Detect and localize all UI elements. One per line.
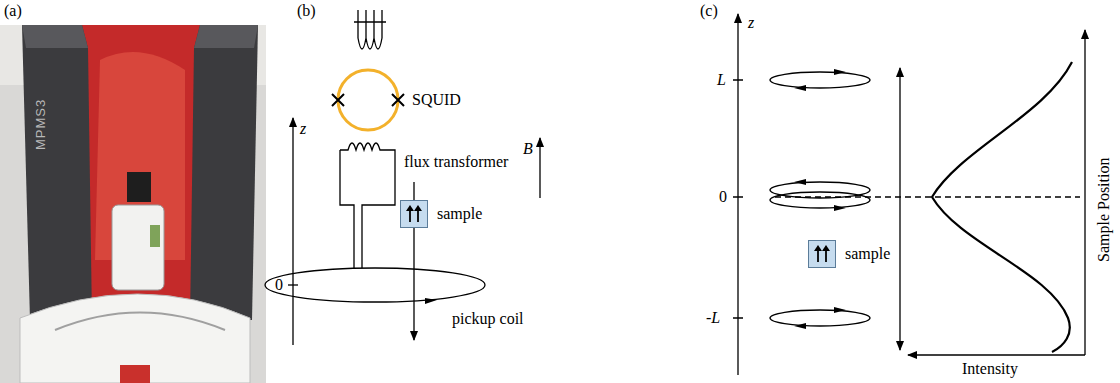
instrument-base	[20, 294, 250, 383]
spin-arrowhead	[822, 245, 830, 251]
axis-label: z	[300, 120, 306, 138]
flux-transformer-wire	[340, 143, 395, 268]
z-axis	[292, 118, 293, 345]
intensity-curve	[932, 62, 1072, 352]
panel-label: (c)	[700, 2, 718, 20]
instrument-brand: MPMS3	[34, 99, 48, 150]
coil-loop	[770, 182, 870, 198]
panel-label: (a)	[4, 2, 22, 20]
spin-arrows	[401, 201, 427, 227]
indicator-lights	[150, 225, 160, 247]
sample-box	[808, 240, 836, 268]
axis-tick	[288, 284, 298, 285]
z-axis	[737, 14, 738, 375]
component-label: SQUID	[412, 91, 461, 109]
current-arrow	[425, 298, 437, 304]
spin-arrowhead	[406, 205, 414, 211]
pickup-coil	[265, 268, 485, 302]
coil-loop	[770, 310, 870, 326]
sample-node: sample	[400, 200, 482, 228]
field-label: B	[523, 140, 533, 158]
red-interior	[75, 25, 205, 300]
panel-label: (b)	[297, 2, 316, 20]
coil-loop	[770, 72, 870, 88]
input-coil	[358, 38, 382, 49]
spin-arrow	[409, 210, 411, 222]
josephson-junctions	[332, 94, 404, 106]
component-label: flux transformer	[404, 153, 508, 171]
center-line	[775, 196, 1080, 197]
sample-label: sample	[845, 245, 890, 263]
axis-label: z	[748, 14, 754, 32]
spin-arrow	[817, 250, 819, 262]
axis-tick	[733, 80, 743, 318]
spin-arrows	[809, 241, 835, 267]
squid-leads	[354, 10, 386, 38]
spin-arrowhead	[814, 245, 822, 251]
photo-background	[0, 25, 266, 383]
base-cable	[55, 313, 225, 331]
left-panel	[22, 25, 92, 320]
field-arrow	[539, 138, 540, 198]
intensity-axis	[908, 354, 1085, 355]
base-logo	[120, 365, 150, 383]
sample-box	[400, 200, 428, 228]
axis-label: L	[717, 71, 726, 89]
axis-title: Intensity	[962, 360, 1018, 378]
position-axis	[1084, 30, 1085, 355]
probe-head	[127, 172, 151, 202]
squid-loop	[338, 70, 398, 130]
current-arrow	[794, 69, 846, 329]
sample-node: sample	[808, 240, 890, 268]
axis-label: 0	[719, 188, 727, 206]
spin-arrowhead	[414, 205, 422, 211]
left-panel-top	[22, 25, 88, 48]
axis-title: Sample Position	[1095, 158, 1113, 262]
axis-label: -L	[706, 309, 720, 327]
spin-arrow	[825, 250, 827, 262]
right-panel	[190, 25, 258, 320]
component-label: pickup coil	[452, 310, 524, 328]
sample-travel	[899, 68, 900, 350]
axis-label: 0	[275, 276, 283, 294]
spin-arrow	[417, 210, 419, 222]
flux-transformer-wire	[340, 150, 354, 268]
right-panel-top	[194, 25, 258, 48]
sample-label: sample	[437, 205, 482, 223]
coil-loop	[770, 192, 870, 208]
dewar-canister	[112, 205, 164, 290]
